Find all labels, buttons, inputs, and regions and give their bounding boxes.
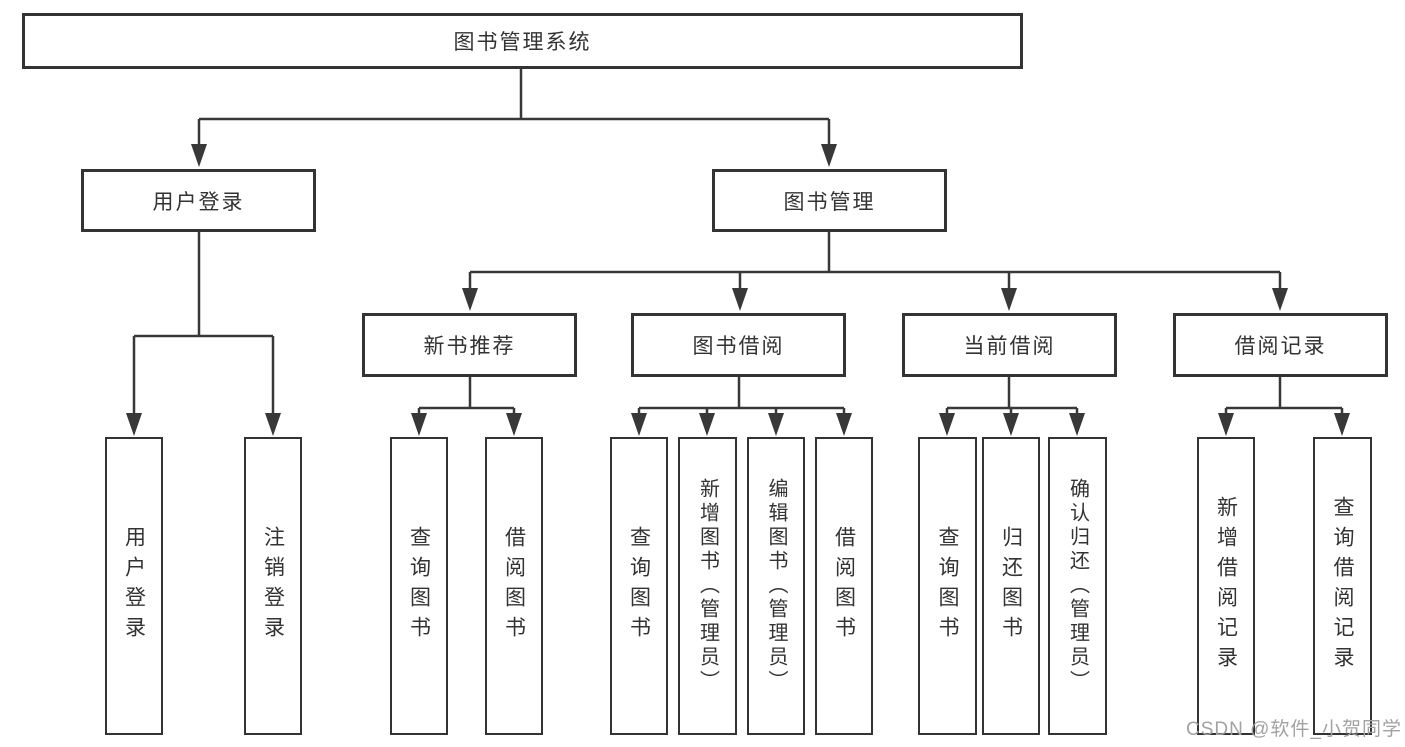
node-leaf-query-book-3: 查询图书	[918, 437, 977, 735]
node-new-book-rec: 新书推荐	[362, 313, 577, 377]
node-user-login-label: 用户登录	[152, 190, 245, 214]
arrowhead-down-icon	[191, 144, 207, 167]
node-leaf-add-record-label: 新增借阅记录	[1214, 496, 1238, 676]
arrowhead-down-icon	[631, 413, 647, 436]
arrowhead-down-icon	[1334, 413, 1350, 436]
node-leaf-borrow-book-2-label: 借阅图书	[832, 526, 856, 646]
node-current-borrow: 当前借阅	[902, 313, 1117, 377]
node-leaf-confirm-return-label: 确认归还（管理员）	[1066, 478, 1089, 694]
arrowhead-down-icon	[462, 288, 478, 311]
node-book-mgmt-label: 图书管理	[783, 190, 876, 214]
node-leaf-query-book-1-label: 查询图书	[407, 526, 431, 646]
arrowhead-down-icon	[732, 288, 748, 311]
node-leaf-logout-label: 注销登录	[261, 526, 285, 646]
arrowhead-down-icon	[821, 144, 837, 167]
arrowhead-down-icon	[411, 413, 427, 436]
node-leaf-edit-book: 编辑图书（管理员）	[747, 437, 805, 735]
arrowhead-down-icon	[1218, 413, 1234, 436]
node-borrow-records: 借阅记录	[1173, 313, 1388, 377]
node-book-mgmt: 图书管理	[712, 169, 947, 232]
node-leaf-edit-book-label: 编辑图书（管理员）	[765, 478, 787, 694]
node-leaf-add-record: 新增借阅记录	[1197, 437, 1255, 735]
csdn-watermark: CSDN @软件_小贺同学	[1186, 719, 1402, 740]
node-new-book-rec-label: 新书推荐	[423, 335, 516, 358]
node-leaf-borrow-book-2: 借阅图书	[815, 437, 873, 735]
node-book-borrow-label: 图书借阅	[692, 335, 785, 358]
arrowhead-down-icon	[699, 413, 715, 436]
node-leaf-add-book: 新增图书（管理员）	[678, 437, 737, 735]
arrowhead-down-icon	[1069, 413, 1085, 436]
arrowhead-down-icon	[836, 413, 852, 436]
node-leaf-query-book-2-label: 查询图书	[627, 526, 651, 646]
node-book-borrow: 图书借阅	[631, 313, 846, 377]
node-leaf-user-login: 用户登录	[105, 437, 163, 735]
node-root-label: 图书管理系统	[453, 31, 592, 54]
node-leaf-query-book-3-label: 查询图书	[936, 526, 959, 646]
arrowhead-down-icon	[1272, 288, 1288, 311]
node-leaf-return-book-label: 归还图书	[999, 526, 1023, 646]
node-leaf-logout: 注销登录	[244, 437, 302, 735]
node-user-login: 用户登录	[81, 169, 316, 232]
node-leaf-borrow-book-1-label: 借阅图书	[502, 526, 526, 646]
arrowhead-down-icon	[1003, 413, 1019, 436]
node-borrow-records-label: 借阅记录	[1234, 335, 1327, 358]
node-leaf-query-record-label: 查询借阅记录	[1331, 496, 1354, 676]
arrowhead-down-icon	[1001, 288, 1017, 311]
node-current-borrow-label: 当前借阅	[963, 335, 1056, 358]
node-root: 图书管理系统	[22, 13, 1023, 69]
node-leaf-return-book: 归还图书	[982, 437, 1040, 735]
arrowhead-down-icon	[265, 413, 281, 436]
node-leaf-confirm-return: 确认归还（管理员）	[1048, 437, 1107, 735]
node-leaf-query-book-1: 查询图书	[390, 437, 448, 735]
node-leaf-user-login-label: 用户登录	[122, 526, 146, 646]
node-leaf-borrow-book-1: 借阅图书	[485, 437, 543, 735]
arrowhead-down-icon	[126, 413, 142, 436]
node-leaf-query-book-2: 查询图书	[610, 437, 668, 735]
arrowhead-down-icon	[939, 413, 955, 436]
node-leaf-query-record: 查询借阅记录	[1313, 437, 1372, 735]
arrowhead-down-icon	[768, 413, 784, 436]
arrowhead-down-icon	[506, 413, 522, 436]
node-leaf-add-book-label: 新增图书（管理员）	[696, 478, 719, 694]
